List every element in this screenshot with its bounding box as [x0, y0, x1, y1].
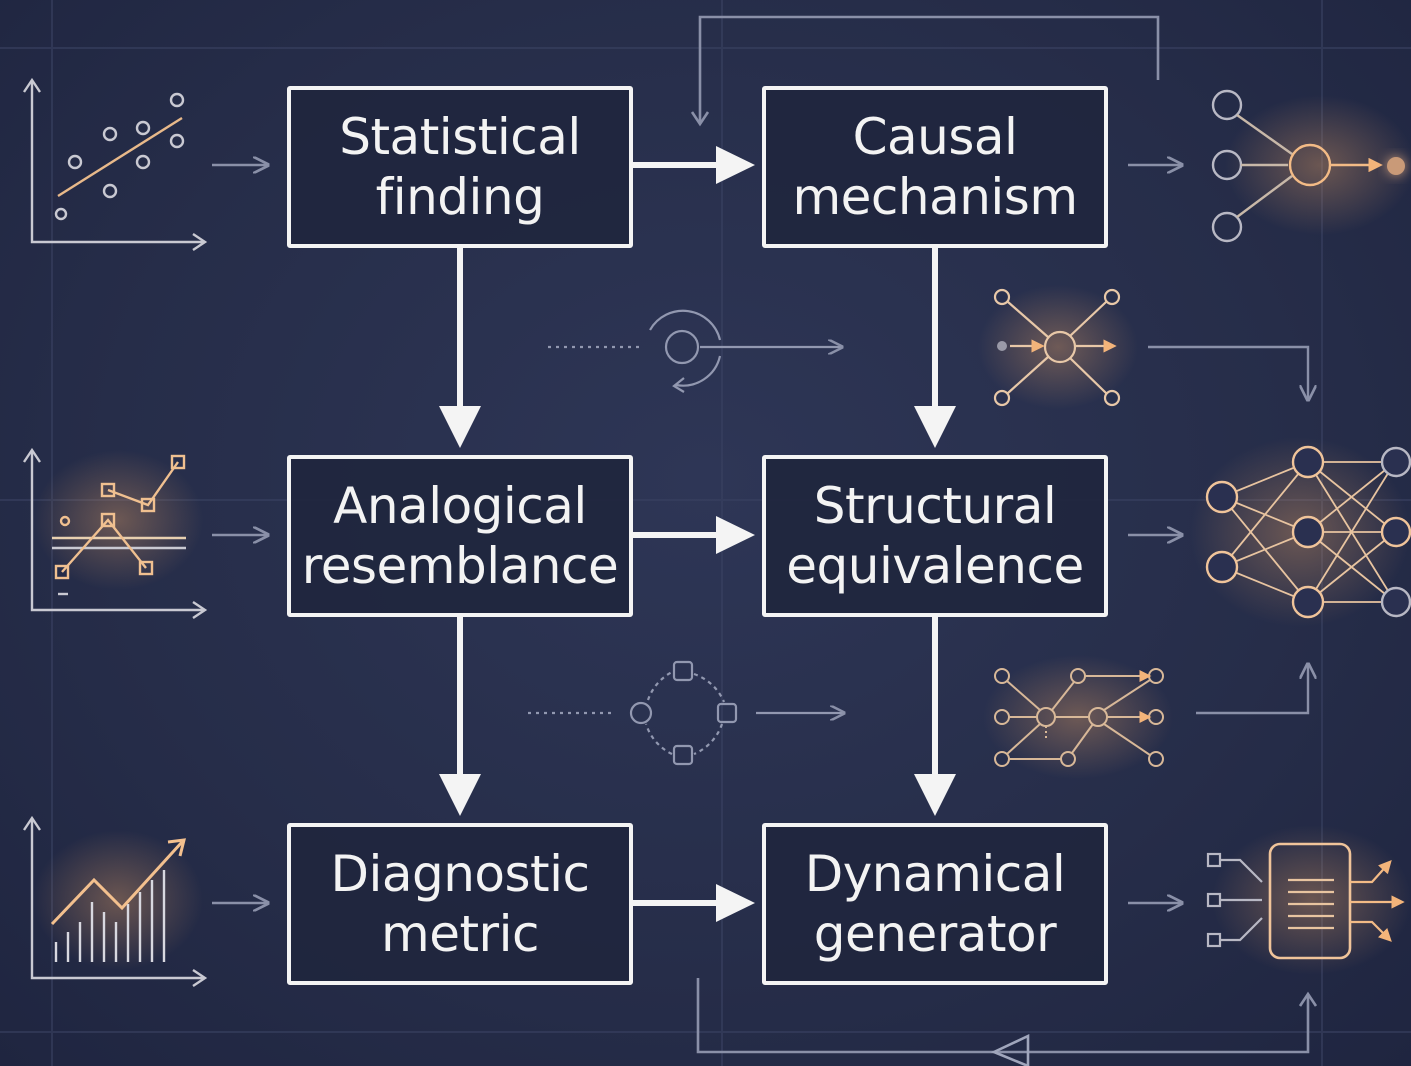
processor-chip-icon: [1206, 825, 1411, 975]
trend-bar-chart-icon: [23, 815, 208, 987]
node-label-line: Dynamical: [804, 845, 1066, 903]
feedback-loop-bottom: [696, 978, 1318, 1066]
node-label: Diagnostic metric: [330, 844, 590, 964]
node-label: Analogical resemblance: [301, 476, 619, 596]
node-causal-mechanism: Causal mechanism: [762, 86, 1108, 248]
node-dynamical-generator: Dynamical generator: [762, 823, 1108, 985]
line-chart-icon: [23, 447, 208, 619]
node-label-line: resemblance: [301, 537, 619, 595]
node-label-line: Analogical: [333, 477, 587, 535]
node-label: Structural equivalence: [786, 476, 1084, 596]
node-label: Causal mechanism: [792, 107, 1078, 227]
neural-network-icon: [1190, 437, 1411, 627]
node-label-line: Statistical: [339, 108, 581, 166]
connector-elbow-arrow: [1148, 345, 1308, 400]
node-label-line: Structural: [813, 477, 1057, 535]
node-label: Dynamical generator: [805, 844, 1066, 964]
node-label-line: Causal: [852, 108, 1018, 166]
node-diagnostic-metric: Diagnostic metric: [287, 823, 633, 985]
connector-arrow: [1128, 165, 1182, 903]
feedback-loop-top: [690, 15, 1160, 127]
node-label-line: finding: [375, 168, 545, 226]
node-label-line: generator: [813, 905, 1057, 963]
node-label-line: equivalence: [786, 537, 1084, 595]
node-structural-equivalence: Structural equivalence: [762, 455, 1108, 617]
node-analogical-resemblance: Analogical resemblance: [287, 455, 633, 617]
loop-diagram-icon: [528, 660, 844, 766]
node-label-line: Diagnostic: [330, 845, 590, 903]
node-label-line: metric: [380, 905, 540, 963]
node-label-line: mechanism: [792, 168, 1078, 226]
cycle-icon: [548, 309, 842, 393]
converging-network-icon: [1211, 89, 1411, 243]
scatter-plot-icon: [23, 77, 208, 251]
star-network-icon: [978, 285, 1138, 409]
main-flow-arrows: [439, 146, 956, 922]
node-statistical-finding: Statistical finding: [287, 86, 633, 248]
node-label: Statistical finding: [339, 107, 581, 227]
grid-network-icon: [983, 655, 1173, 779]
connector-elbow-arrow: [1196, 664, 1308, 715]
